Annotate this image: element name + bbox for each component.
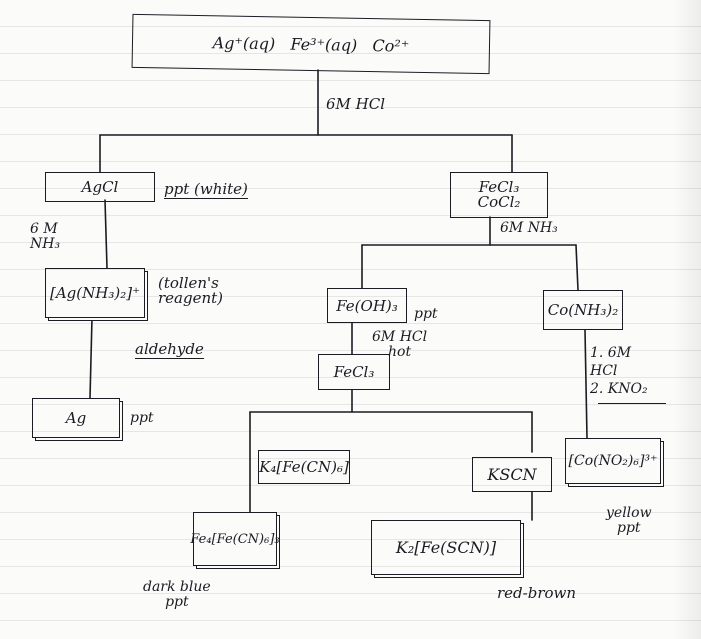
co-reagents-label: 1. 6M HCl 2. KNO₂ <box>590 345 648 397</box>
silver-ammine-box: [Ag(NH₃)₂]⁺ <box>45 268 145 318</box>
fecl3-box: FeCl₃ <box>318 354 390 390</box>
aldehyde-label: aldehyde <box>135 340 204 359</box>
hot-hcl-label: 6M HCl hot <box>372 329 428 360</box>
red-brown-note: red-brown <box>497 584 577 602</box>
kscn-box: KSCN <box>472 457 552 492</box>
step1-reagent-label: 6M HCl <box>326 95 386 113</box>
fe-oh3-box: Fe(OH)₃ <box>327 288 407 323</box>
ammonia-reagent-label: 6 M NH₃ <box>30 221 61 252</box>
fecl3-cocl2-box: FeCl₃ CoCl₂ <box>450 172 548 218</box>
ferrocyanide-box: K₄[Fe(CN)₆] <box>258 450 350 484</box>
yellow-ppt-note: yellow ppt <box>606 505 652 536</box>
root-ions-box: Ag⁺(aq) Fe³⁺(aq) Co²⁺ <box>131 13 491 75</box>
cobaltinitrite-text: [Co(NO₂)₆]³⁺ <box>568 453 658 469</box>
fe-oh3-text: Fe(OH)₃ <box>336 296 398 315</box>
tollens-note: (tollen's reagent) <box>158 274 224 307</box>
co-nh2-text: Co(NH₃)₂ <box>547 301 619 319</box>
thiocyanate-box: K₂[Fe(SCN)] <box>371 520 521 575</box>
kscn-text: KSCN <box>487 465 537 484</box>
silver-text: Ag <box>65 409 87 427</box>
kno2-underline <box>598 403 666 404</box>
prussian-blue-box: Fe₄[Fe(CN)₆]₃ <box>190 512 280 566</box>
silver-box: Ag <box>32 398 120 438</box>
cobaltinitrite-box: [Co(NO₂)₆]³⁺ <box>565 438 661 484</box>
right-ammonia-label: 6M NH₃ <box>500 220 558 236</box>
silver-ammine-text: [Ag(NH₃)₂]⁺ <box>50 284 140 302</box>
co-nh2-box: Co(NH₃)₂ <box>543 290 623 330</box>
ferrocyanide-text: K₄[Fe(CN)₆] <box>259 458 349 476</box>
fecl3-cocl2-text: FeCl₃ CoCl₂ <box>477 178 521 211</box>
root-ions-text: Ag⁺(aq) Fe³⁺(aq) Co²⁺ <box>212 32 410 56</box>
silver-ppt-note: ppt <box>130 410 154 426</box>
agcl-text: AgCl <box>81 178 119 196</box>
fe-oh3-ppt-note: ppt <box>414 306 438 322</box>
prussian-blue-text: Fe₄[Fe(CN)₆]₃ <box>190 531 280 547</box>
fecl3-text: FeCl₃ <box>333 363 375 381</box>
thiocyanate-text: K₂[Fe(SCN)] <box>395 538 497 557</box>
page-edge <box>673 0 701 639</box>
agcl-box: AgCl <box>45 172 155 202</box>
agcl-ppt-note: ppt (white) <box>164 180 248 199</box>
dark-blue-note: dark blue ppt <box>143 579 211 610</box>
